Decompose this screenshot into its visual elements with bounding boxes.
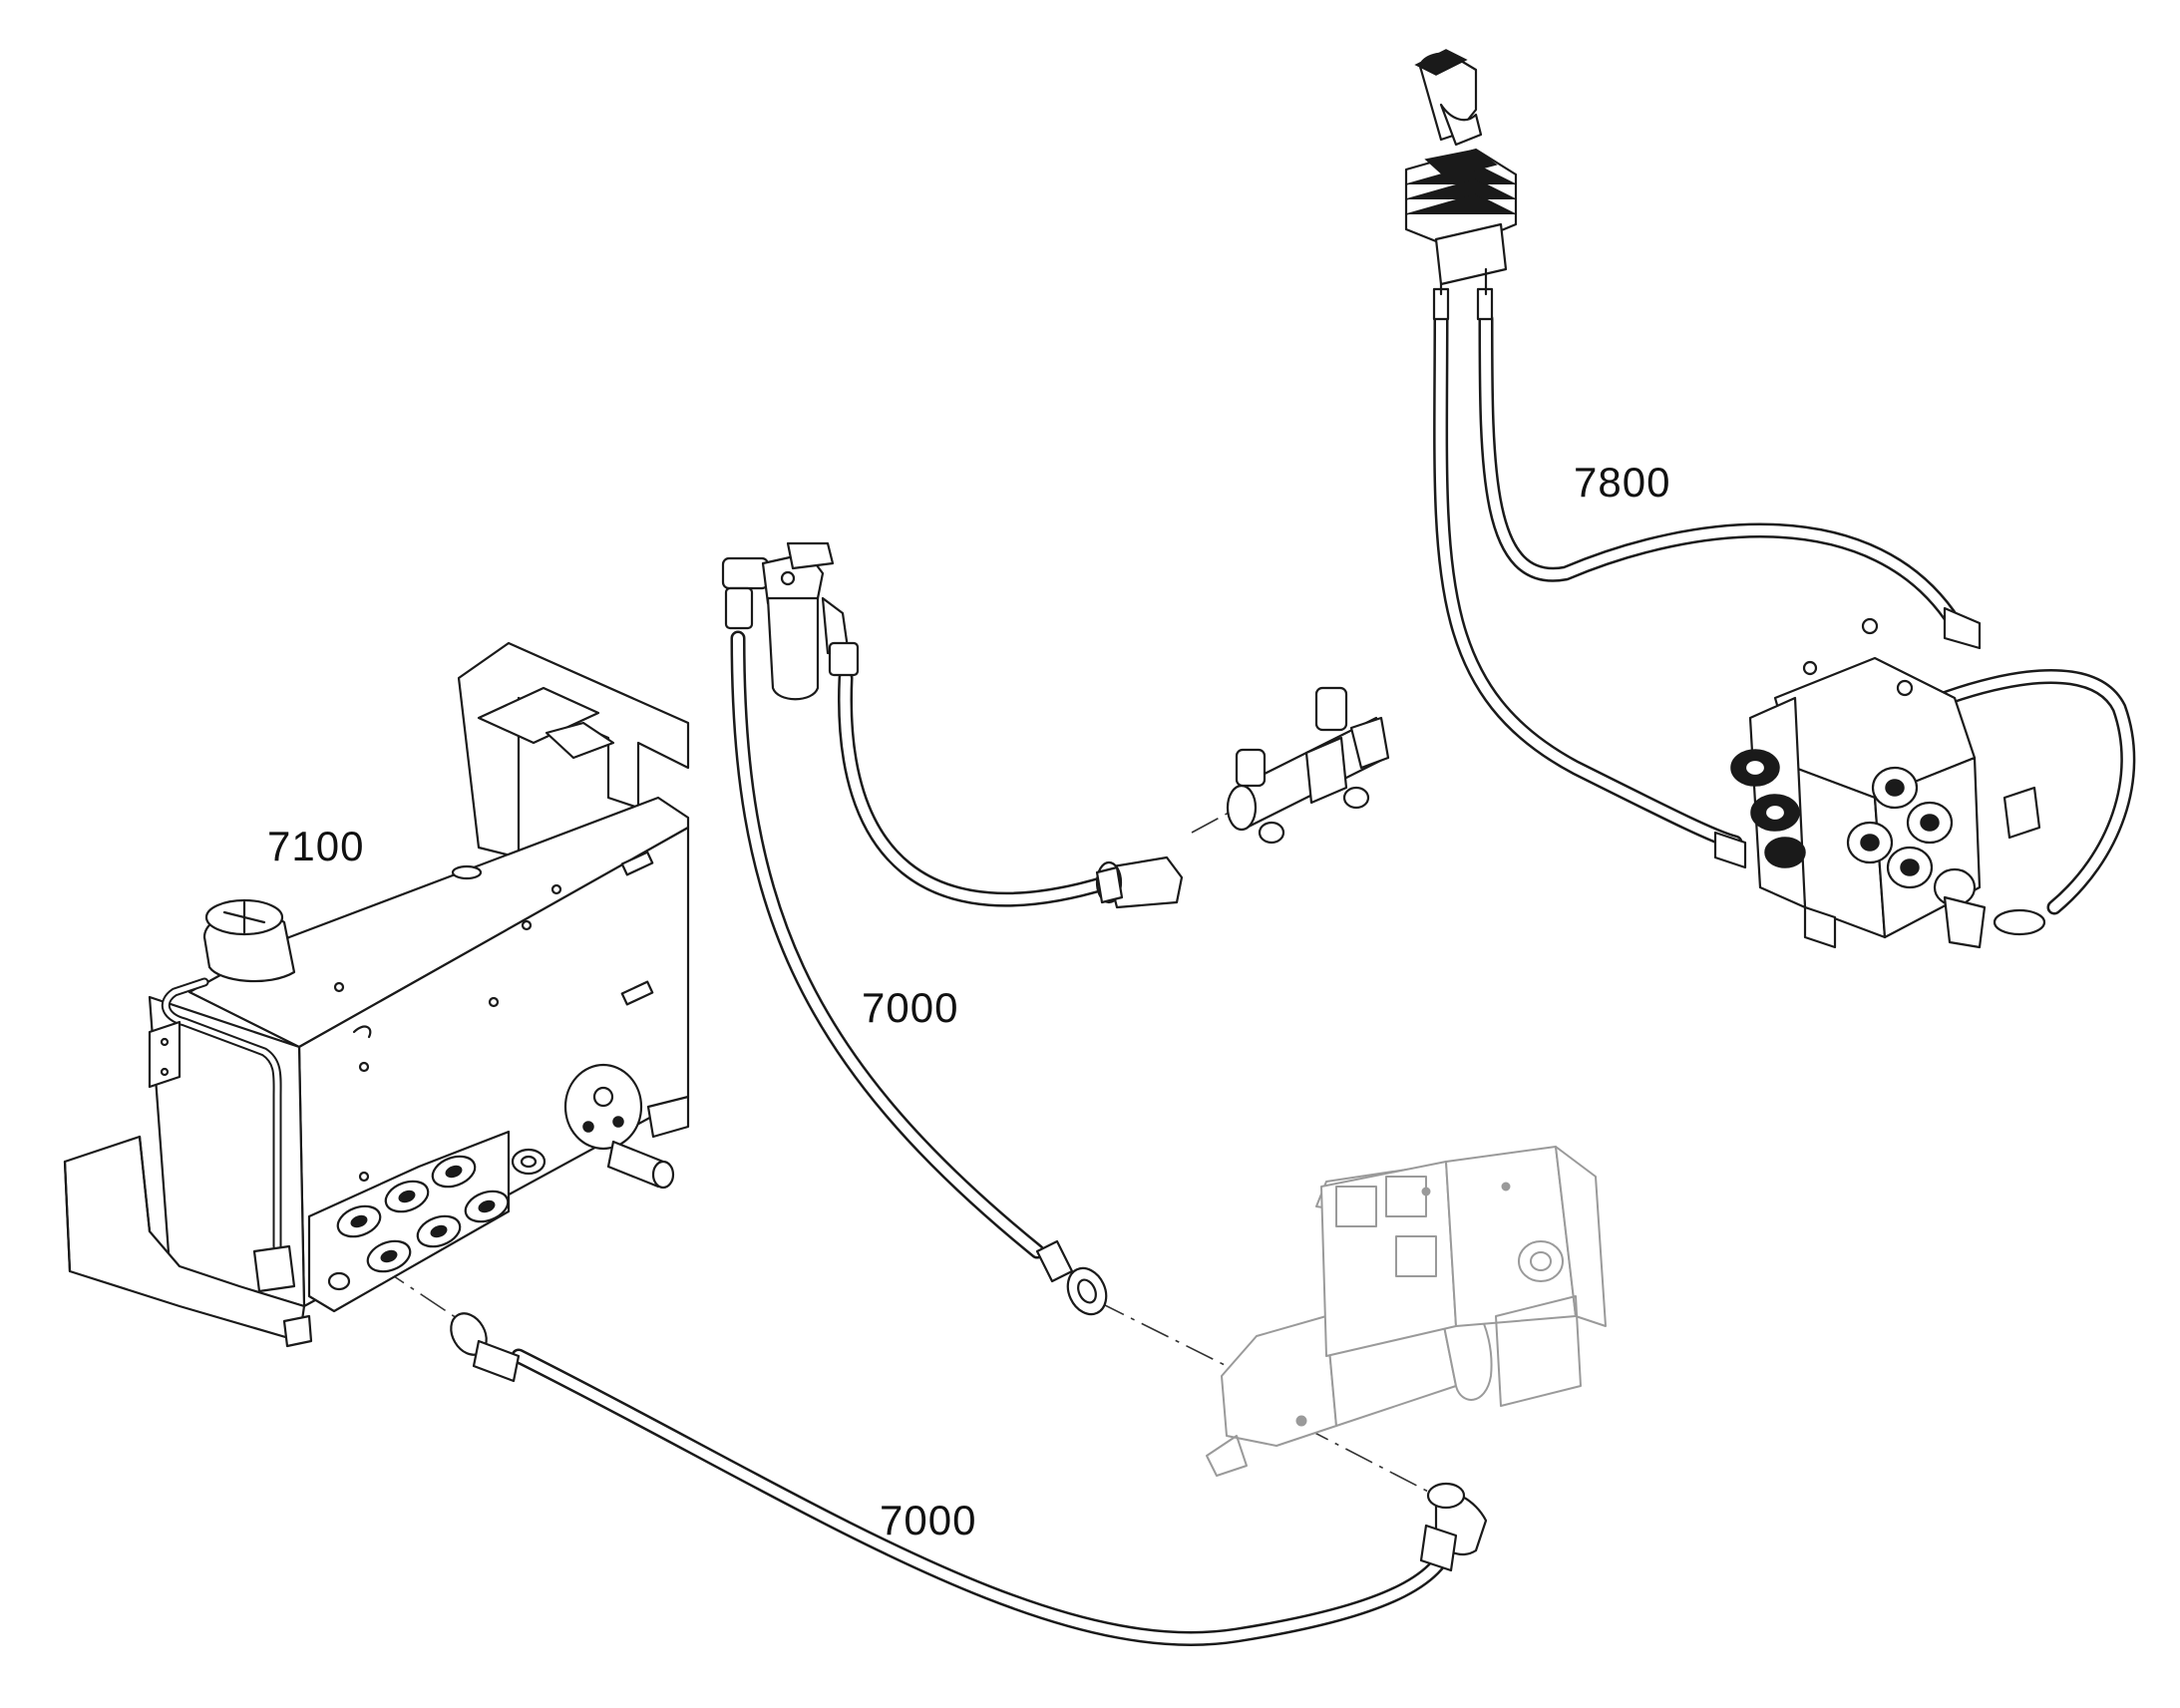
callout-7000-upper: 7000 [862, 984, 959, 1031]
control-valve-block-7800 [1713, 606, 2046, 949]
manifold-fittings [327, 1148, 546, 1291]
connection-line-pump-upper [1096, 1300, 1238, 1372]
hydraulic-pump-ghost [1206, 1146, 1607, 1477]
hose-7800-left [1433, 311, 1743, 851]
hose-fitting-upper-valve [1095, 865, 1124, 904]
directional-valve-ghost [1095, 686, 1390, 909]
hose-fitting-pump-lower [1419, 1482, 1488, 1572]
return-filter-assembly [721, 541, 860, 701]
callout-7800: 7800 [1574, 459, 1671, 506]
connection-line-pump-lower [1300, 1425, 1437, 1497]
hose-7000-long [730, 630, 1045, 1259]
callout-7000-lower: 7000 [880, 1497, 977, 1543]
connection-line-valve [1191, 805, 1243, 834]
hose-7000-upper-short [838, 670, 1115, 907]
hose-7800-right [1478, 311, 1963, 631]
hose-fitting-pump-upper [1035, 1239, 1108, 1316]
hose-7000-lower [511, 1348, 1459, 1646]
callout-7100: 7100 [267, 823, 365, 869]
joystick-7800 [1404, 49, 1518, 321]
hose-fitting-tank-lower [450, 1312, 521, 1383]
hydraulic-tank-7100 [63, 641, 690, 1348]
